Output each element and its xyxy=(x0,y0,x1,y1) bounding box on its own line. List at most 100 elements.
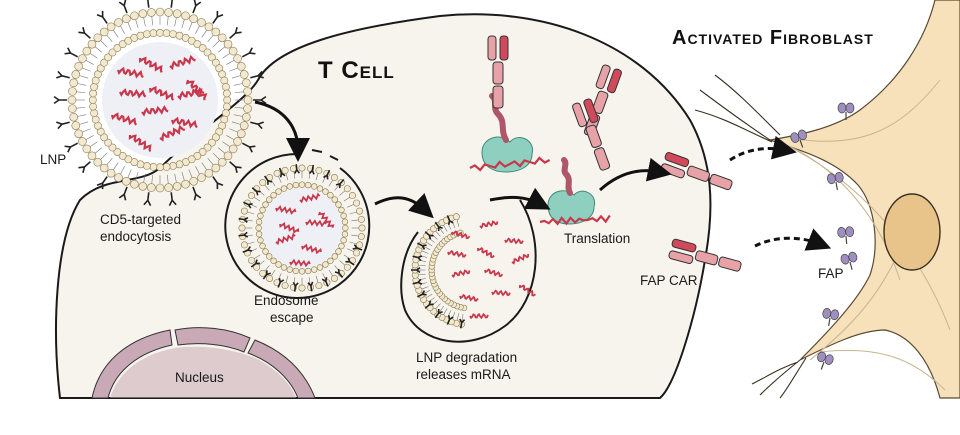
lipid-head xyxy=(118,151,127,160)
t-cell-membrane xyxy=(55,13,712,399)
lipid-head xyxy=(340,237,347,244)
lipid-tail xyxy=(435,230,441,237)
lipid-head xyxy=(233,54,242,63)
antibody xyxy=(250,259,260,268)
label-endosome-line1: Endosome xyxy=(254,293,319,308)
arrow-car-binding-lower xyxy=(754,228,832,251)
lipid-tail xyxy=(82,128,91,133)
lipid-tail xyxy=(127,22,132,31)
lipid-head xyxy=(311,266,318,273)
fap-antigen xyxy=(822,308,840,326)
lipid-head xyxy=(259,206,266,214)
lnp-mrna xyxy=(110,54,208,152)
fibroblast-process-lower xyxy=(751,357,807,399)
lipid-tail xyxy=(85,135,94,140)
degraded-antibodies xyxy=(411,215,466,329)
nucleus-interior xyxy=(110,346,296,398)
car-scfv-right xyxy=(583,98,599,124)
lipid-head xyxy=(280,264,288,271)
mrna-strand xyxy=(170,116,198,129)
lipid-head xyxy=(292,181,300,189)
car-transmembrane xyxy=(686,165,711,182)
fap-stalk xyxy=(799,139,804,148)
lipid-tail xyxy=(229,67,238,72)
mrna-strand xyxy=(301,243,322,255)
lipid-tail xyxy=(322,176,326,183)
endosome-membrane-break xyxy=(311,149,339,161)
lipid-tail xyxy=(85,60,94,65)
antibody xyxy=(352,244,363,251)
car-scfv-right xyxy=(606,68,622,94)
endosome-lnp-core xyxy=(262,188,342,268)
lipid-head xyxy=(122,177,131,186)
fap-antigen xyxy=(837,102,855,120)
car-transmembrane xyxy=(585,124,602,149)
lipid-tail xyxy=(233,83,243,86)
lipid-head xyxy=(266,274,274,282)
fap-antigen xyxy=(840,251,858,270)
antibody xyxy=(143,192,152,206)
lipid-tail xyxy=(349,241,357,245)
lipid-head xyxy=(114,173,123,182)
lipid-head xyxy=(130,179,139,189)
lipid-head xyxy=(259,242,266,250)
lipid-head xyxy=(452,213,460,221)
lipid-head xyxy=(257,237,264,244)
antibody xyxy=(278,167,286,178)
lipid-tail xyxy=(113,29,119,38)
lipid-tail xyxy=(308,277,311,285)
lipid-head xyxy=(340,212,347,219)
lipid-tail xyxy=(226,135,235,140)
lipid-head xyxy=(104,53,112,62)
lipid-head xyxy=(243,104,252,113)
car-protein xyxy=(487,35,509,109)
lipid-head xyxy=(259,269,267,277)
lipid-head xyxy=(198,44,207,52)
mrna-strand xyxy=(459,293,479,302)
lipid-tail xyxy=(258,260,265,266)
lipid-head xyxy=(204,22,214,32)
lipid-head xyxy=(286,183,293,190)
lipid-head xyxy=(248,192,256,200)
mrna-strand xyxy=(138,56,163,73)
mrna-strand xyxy=(185,79,208,101)
lipid-tail xyxy=(421,250,429,254)
antibody xyxy=(53,95,67,105)
mrna-translating-1 xyxy=(469,156,551,172)
lipid-head xyxy=(238,224,246,232)
lipid-head xyxy=(316,264,324,271)
lipid-head xyxy=(208,138,216,147)
lipid-head xyxy=(270,257,277,264)
lipid-tail xyxy=(217,46,226,53)
lipid-head xyxy=(113,148,122,156)
lipid-head xyxy=(343,185,351,193)
lipid-tail xyxy=(217,147,226,154)
lipid-head xyxy=(331,253,338,260)
lipid-tail xyxy=(264,184,270,191)
lipid-tail xyxy=(188,169,193,178)
lipid-tail xyxy=(278,176,282,183)
lipid-head xyxy=(71,121,81,130)
antibody xyxy=(168,192,177,206)
car-intracellular xyxy=(593,147,611,171)
mrna-strand xyxy=(128,134,152,152)
lipid-head xyxy=(204,168,214,178)
endosome-mrna xyxy=(275,192,335,268)
lipid-head xyxy=(124,155,133,164)
lipid-tail xyxy=(195,166,200,175)
lipid-head xyxy=(304,267,312,275)
nucleus-envelope-left xyxy=(91,329,173,399)
lipid-head xyxy=(69,112,78,122)
lipid-tail xyxy=(247,241,255,245)
lipid-head xyxy=(242,78,251,88)
antibody xyxy=(262,270,271,280)
lipid-head xyxy=(74,129,83,138)
lipid-head xyxy=(162,162,171,171)
lipid-head xyxy=(242,112,251,122)
released-mrna xyxy=(447,220,536,320)
antibody xyxy=(321,277,329,287)
lipid-head xyxy=(335,201,342,208)
lipid-tail xyxy=(443,225,448,232)
lipid-tail xyxy=(229,128,238,133)
